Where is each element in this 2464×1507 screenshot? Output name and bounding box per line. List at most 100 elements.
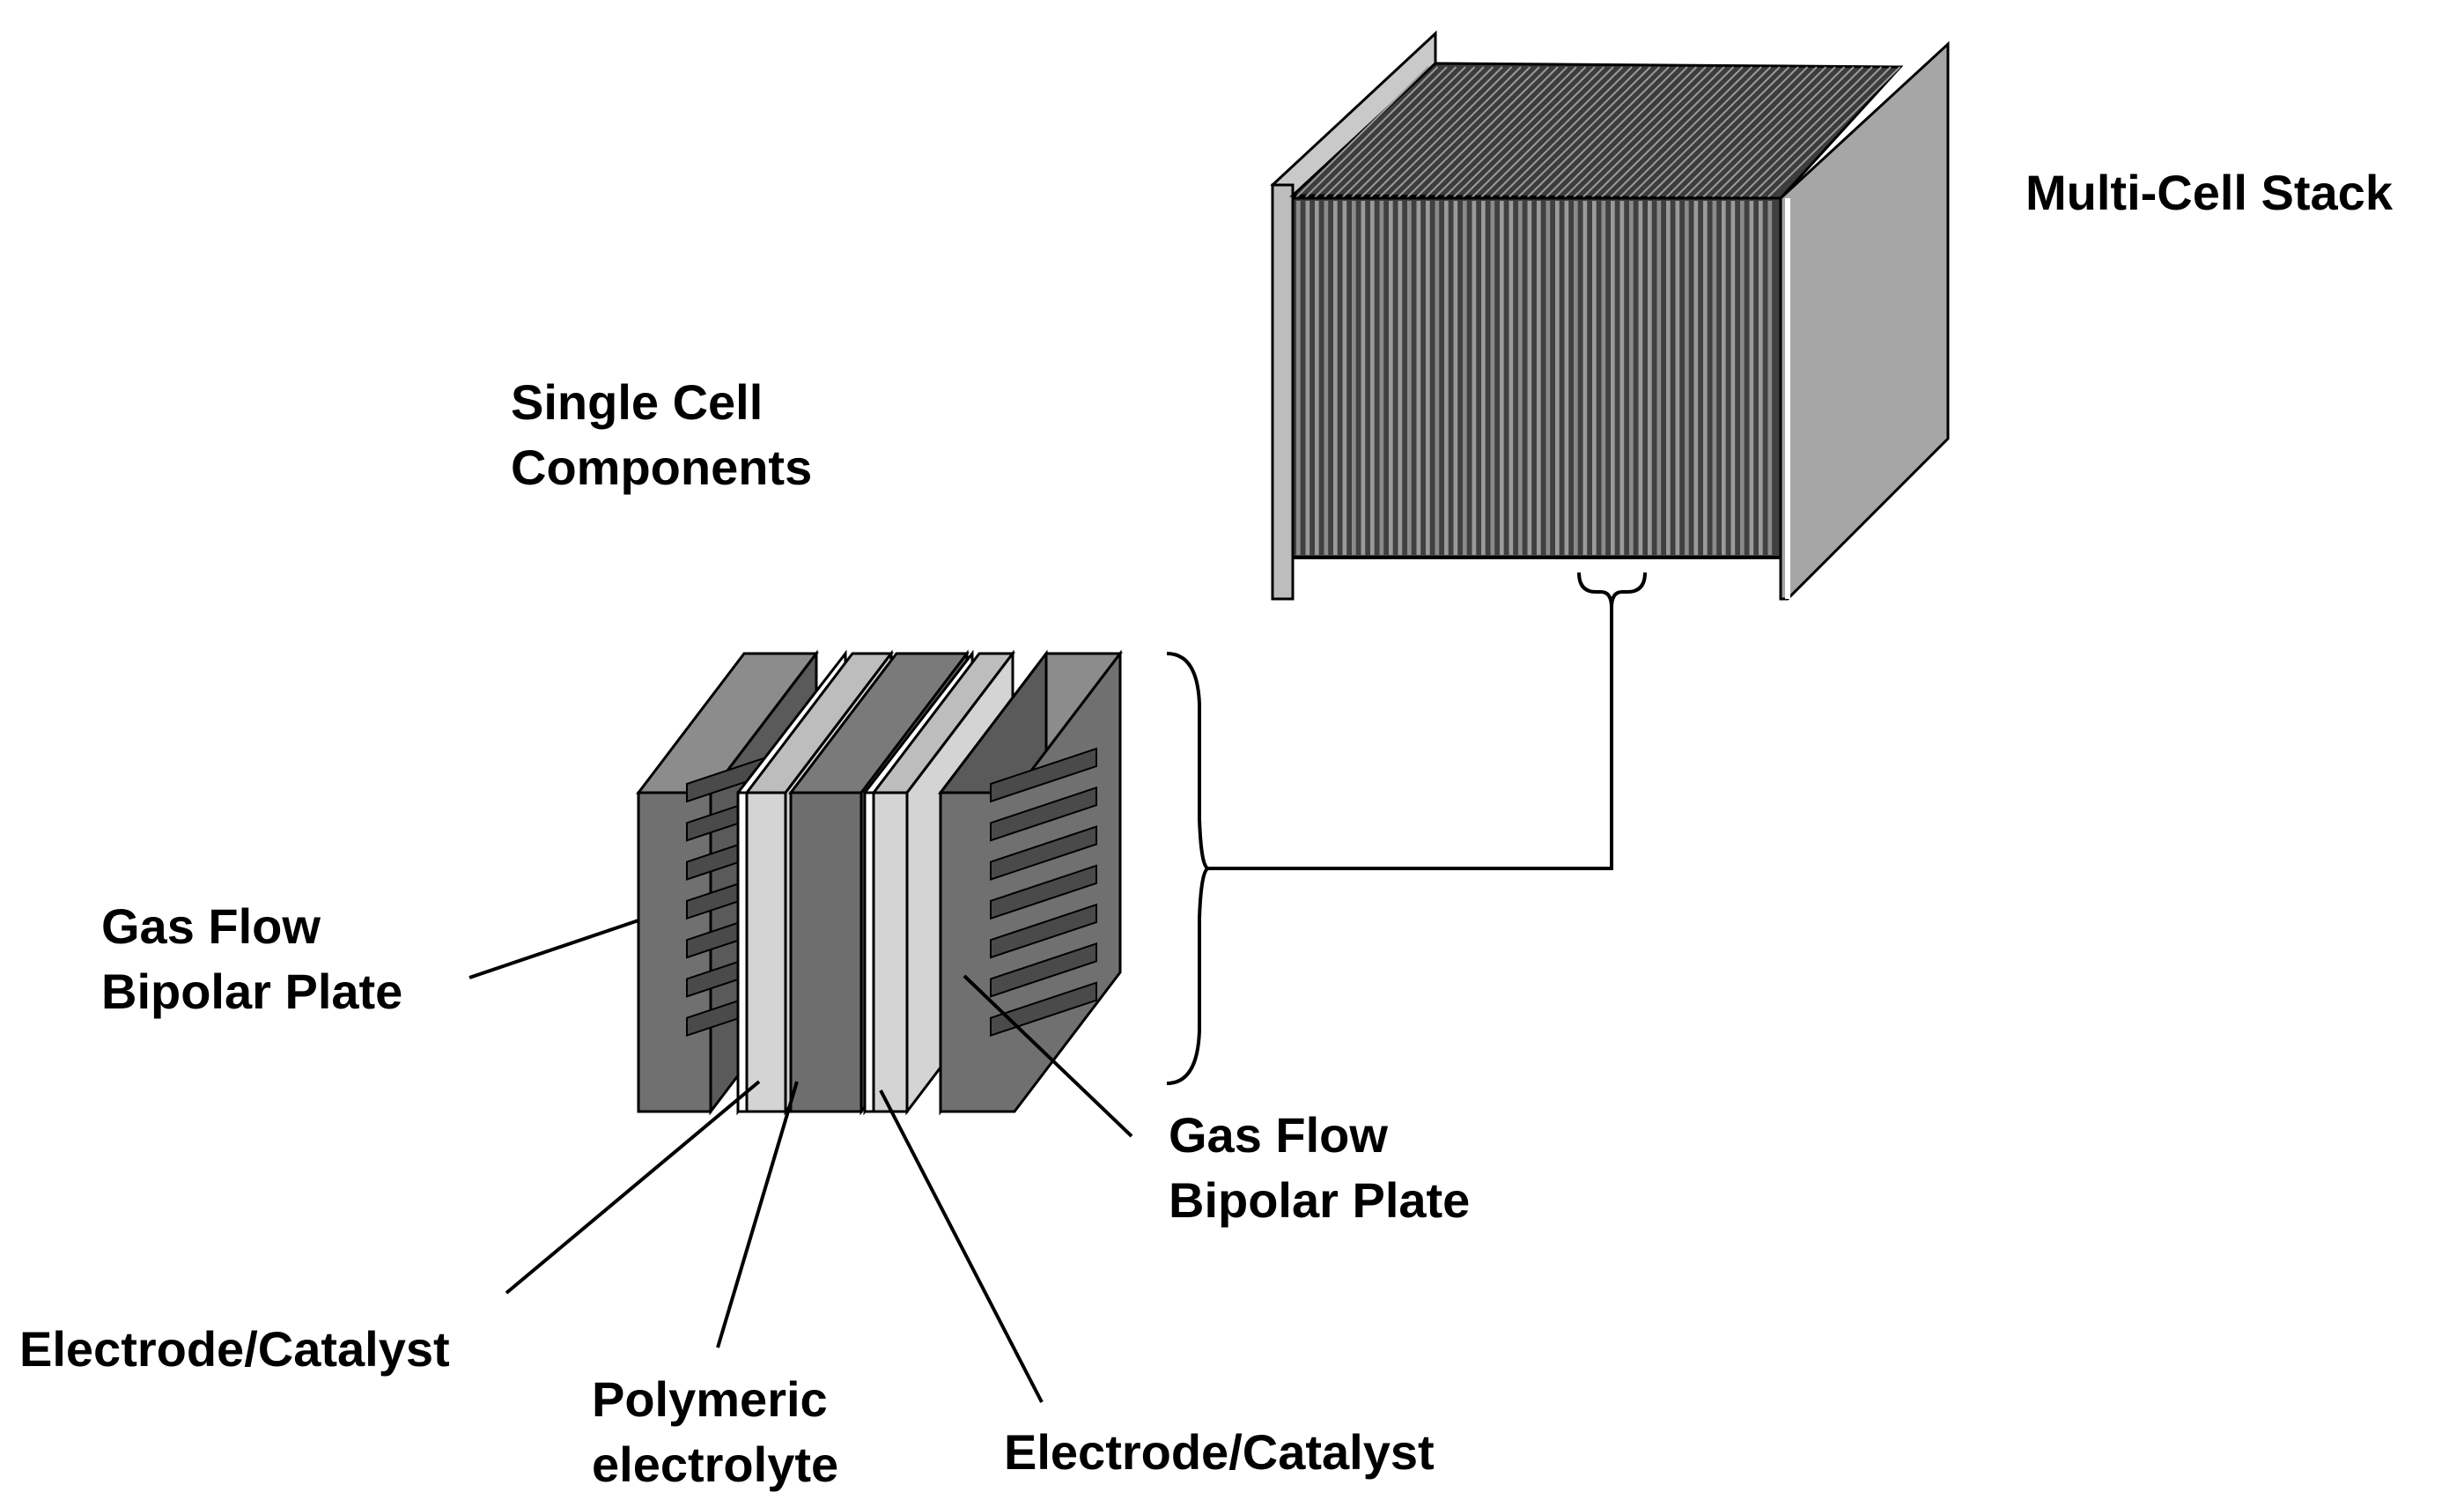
stack-front-cell-lines	[1296, 201, 1773, 555]
stack-cell-stripe	[1767, 201, 1773, 555]
electrode-catalyst-right-label: Electrode/Catalyst	[1004, 1424, 1435, 1480]
stack-cell-top-line	[1351, 66, 1485, 198]
stack-cell-stripe	[1296, 201, 1301, 555]
stack-cell-top-line	[1452, 66, 1587, 198]
flow-channel	[990, 864, 1097, 920]
polymeric-electrolyte-line2: electrolyte	[592, 1437, 839, 1492]
stack-cell-stripe	[1638, 201, 1643, 555]
stack-cell-top-line	[1369, 66, 1503, 198]
stack-cell-stripe	[1749, 201, 1754, 555]
leader-electrode-left	[505, 1080, 761, 1295]
stack-cell-stripe	[1656, 201, 1662, 555]
flow-channel	[990, 825, 1097, 881]
stack-cell-top-line	[1415, 66, 1550, 198]
electrode-catalyst-left-label: Electrode/Catalyst	[19, 1321, 450, 1377]
stack-cell-top-line	[1665, 66, 1799, 198]
stack-cell-stripe	[1444, 201, 1449, 555]
stack-cell-stripe	[1398, 201, 1403, 555]
stack-cell-stripe	[1342, 201, 1347, 555]
stack-cell-stripe	[1352, 201, 1356, 555]
single-cell-brace	[1166, 652, 1210, 1085]
stack-cell-top-line	[1462, 66, 1596, 198]
stack-cell-stripe	[1648, 201, 1652, 555]
stack-cell-top-line	[1702, 66, 1836, 198]
stack-cell-stripe	[1537, 201, 1541, 555]
gas-flow-left-line1: Gas Flow	[101, 898, 321, 954]
stack-cell-stripe	[1315, 201, 1319, 555]
stack-cell-top-line	[1619, 66, 1753, 198]
stack-cell-top-line	[1721, 66, 1855, 198]
stack-cell-stripe	[1693, 201, 1699, 555]
stack-cell-stripe	[1453, 201, 1458, 555]
stack-cell-top-line	[1536, 66, 1670, 198]
stack-cell-stripe	[1722, 201, 1726, 555]
leader-gas-flow-left	[468, 919, 639, 979]
stack-cell-top-line	[1360, 66, 1494, 198]
stack-cell-top-line	[1674, 66, 1809, 198]
stack-cell-top-line	[1397, 66, 1531, 198]
stack-cell-top-line	[1489, 66, 1624, 198]
stack-cell-top-line	[1573, 66, 1707, 198]
stack-cell-stripe	[1619, 201, 1625, 555]
stack-cell-top-line	[1406, 66, 1540, 198]
flow-channels-right	[990, 747, 1097, 1038]
stack-cell-top-line	[1443, 66, 1577, 198]
stack-cell-top-line	[1517, 66, 1651, 198]
leader-gas-flow-right	[963, 974, 1133, 1138]
stack-cell-stripe	[1500, 201, 1504, 555]
stack-cell-stripe	[1333, 201, 1338, 555]
stack-cell-top-line	[1332, 66, 1466, 198]
stack-cell-stripe	[1370, 201, 1375, 555]
stack-left-end-plate-front	[1271, 183, 1295, 601]
connector-line	[1208, 608, 1613, 870]
stack-top-cell-lines	[1295, 66, 1901, 198]
stack-right-end-plate	[1779, 41, 1950, 601]
leader-lines	[468, 919, 1133, 1403]
stack-cell-stripe	[1712, 201, 1717, 555]
stack-cell-stripe	[1426, 201, 1430, 555]
stack-cell-stripe	[1305, 201, 1310, 555]
stack-cell-top-line	[1582, 66, 1716, 198]
single-cell-components	[635, 649, 1124, 1116]
stack-cell-stripe	[1490, 201, 1495, 555]
stack-cell-top-line	[1304, 66, 1439, 198]
stack-cell-stripe	[1666, 201, 1671, 555]
flow-channel	[990, 981, 1097, 1038]
stack-cell-stripe	[1574, 201, 1578, 555]
stack-cell-top-line	[1758, 66, 1892, 198]
stack-cell-top-line	[1563, 66, 1698, 198]
stack-cell-top-line	[1628, 66, 1762, 198]
stack-cell-top-line	[1610, 66, 1744, 198]
polymeric-electrolyte-label: Polymeric electrolyte	[592, 1367, 838, 1497]
stack-cell-top-line	[1545, 66, 1679, 198]
stack-cell-top-line	[1499, 66, 1633, 198]
stack-cell-top-line	[1748, 66, 1883, 198]
flow-channel	[990, 942, 1097, 998]
single-cell-components-line1: Single Cell	[511, 374, 764, 430]
stack-cell-stripe	[1361, 201, 1366, 555]
stack-cell-stripe	[1629, 201, 1634, 555]
stack-cell-stripe	[1582, 201, 1588, 555]
stack-cell-top-line	[1739, 66, 1873, 198]
single-cell-components-label: Single Cell Components	[511, 370, 812, 500]
stack-cell-top-line	[1434, 66, 1568, 198]
stack-cell-stripe	[1611, 201, 1615, 555]
gas-flow-right-line1: Gas Flow	[1169, 1107, 1388, 1163]
stack-cell-stripe	[1518, 201, 1523, 555]
stack-cell-top-line	[1600, 66, 1735, 198]
stack-cell-stripe	[1389, 201, 1393, 555]
stack-cell-top-line	[1656, 66, 1790, 198]
stack-cell-stripe	[1703, 201, 1708, 555]
single-cell-components-line2: Components	[511, 440, 813, 495]
multi-cell-stack-label: Multi-Cell Stack	[2025, 165, 2393, 220]
stack-cell-stripe	[1601, 201, 1606, 555]
stack-cell-top-line	[1637, 66, 1772, 198]
stack-cell-top-line	[1526, 66, 1661, 198]
gas-flow-left-line2: Bipolar Plate	[101, 964, 403, 1019]
multi-cell-stack	[1270, 30, 1950, 601]
stack-cell-top-line	[1647, 66, 1781, 198]
gas-flow-bipolar-plate-left-label: Gas Flow Bipolar Plate	[101, 894, 402, 1024]
stack-cell-stripe	[1730, 201, 1736, 555]
stack-cell-stripe	[1685, 201, 1689, 555]
